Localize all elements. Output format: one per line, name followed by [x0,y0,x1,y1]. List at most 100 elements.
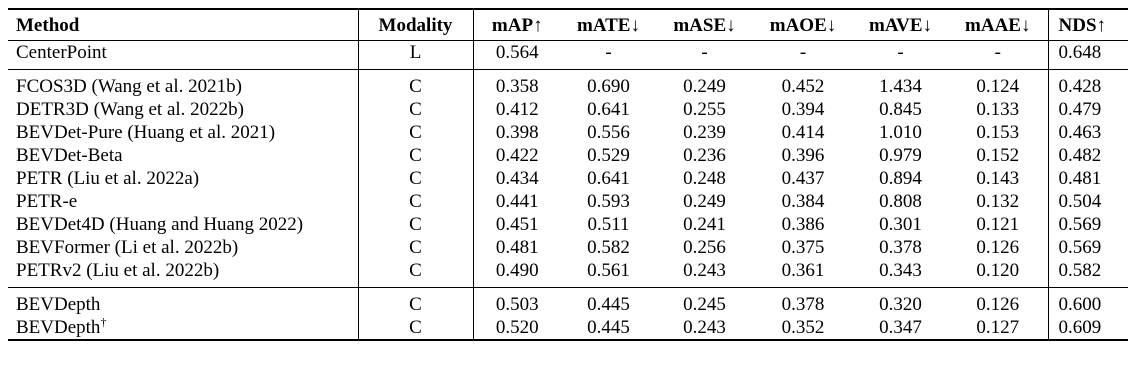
modality-cell: C [358,190,474,213]
nds-cell: 0.428 [1047,69,1128,98]
modality-cell: C [358,98,474,121]
nds-cell: 0.479 [1047,98,1128,121]
metric-cell: 0.808 [879,191,922,212]
metric-cell: 0.441 [495,191,539,212]
metric-cell: 0.347 [853,316,948,341]
metric-cell: 0.490 [473,259,561,288]
metric-cell: - [656,40,753,70]
metric-cell: 0.556 [587,122,630,143]
method-name: DETR3D (Wang et al. 2022b) [16,99,244,120]
metric-cell: 0.249 [683,76,726,97]
metric-cell: 0.249 [683,191,726,212]
nds-cell: 0.463 [1047,121,1128,144]
metric-cell: 0.445 [561,316,656,341]
metric-cell: 0.358 [495,76,539,97]
metric-cell: 0.320 [879,294,922,315]
metric-cell: 0.239 [683,122,726,143]
metric-cell: 0.301 [879,214,922,235]
metric-cell: 0.132 [976,191,1020,212]
modality-cell: C [358,213,474,236]
method-cell: BEVDepth [8,287,359,316]
header-row: Method Modality mAP↑ mATE↓ mASE↓ mAOE↓ m… [8,8,1128,41]
nds-cell: 0.648 [1047,40,1128,70]
metric-cell: 0.452 [781,76,825,97]
metric-cell: 1.434 [879,76,922,97]
metric-cell: 0.343 [853,259,948,288]
metric-cell: 0.979 [879,145,922,166]
method-name: BEVDepth [16,317,101,338]
modality-cell: C [358,316,474,341]
metric-cell: 0.434 [495,168,539,189]
metric-cell: 0.481 [495,237,539,258]
results-table-container: Method Modality mAP↑ mATE↓ mASE↓ mAOE↓ m… [8,8,1128,341]
method-name: PETR-e [16,191,78,212]
metric-cell: 0.127 [948,316,1048,341]
nds-cell: 0.569 [1047,236,1128,259]
metric-cell: - [561,40,656,70]
metric-cell: 0.152 [976,145,1020,166]
header-mase: mASE↓ [656,8,753,41]
metric-cell: 0.143 [976,168,1020,189]
metric-cell: 0.894 [879,168,922,189]
metric-cell: 0.243 [656,259,753,288]
metric-cell: 0.396 [781,145,825,166]
metric-cell: 0.120 [948,259,1048,288]
method-cell: PETR-e [8,190,359,213]
modality-cell: C [358,69,474,98]
modality-cell: C [358,259,474,288]
modality-cell: L [358,40,474,70]
metric-cell: 0.529 [587,145,630,166]
header-map: mAP↑ [473,8,561,41]
metric-cell: 0.641 [587,168,630,189]
metric-cell: 0.386 [781,214,825,235]
metric-cell: 0.561 [561,259,656,288]
method-cell: BEVDet4D (Huang and Huang 2022) [8,213,359,236]
metric-cell: 0.845 [879,99,922,120]
method-name: BEVDepth [16,294,101,315]
header-nds: NDS↑ [1047,8,1128,41]
results-table: Method Modality mAP↑ mATE↓ mASE↓ mAOE↓ m… [8,8,1128,341]
method-name: BEVDet-Pure (Huang et al. 2021) [16,122,276,143]
header-mave: mAVE↓ [853,8,948,41]
metric-cell: 0.437 [781,168,825,189]
dagger-mark: † [100,315,107,329]
metric-cell: 0.641 [587,99,630,120]
metric-cell: - [948,40,1048,70]
header-mate: mATE↓ [561,8,656,41]
nds-cell: 0.600 [1047,287,1128,316]
metric-cell: 0.256 [683,237,726,258]
metric-cell: 0.236 [683,145,726,166]
modality-cell: C [358,167,474,190]
header-maoe: mAOE↓ [753,8,853,41]
header-modality: Modality [358,8,474,41]
metric-cell: 0.451 [495,214,539,235]
metric-cell: 0.255 [683,99,726,120]
metric-cell: 0.564 [473,40,561,70]
metric-cell: 0.126 [976,294,1020,315]
metric-cell: 0.121 [976,214,1020,235]
metric-cell: 0.378 [781,294,825,315]
header-maae: mAAE↓ [948,8,1048,41]
metric-cell: 0.412 [495,99,539,120]
metric-cell: 0.243 [656,316,753,341]
modality-cell: C [358,121,474,144]
method-cell: BEVDepth† [8,315,359,341]
metric-cell: 0.503 [495,294,539,315]
metric-cell: 0.124 [976,76,1020,97]
metric-cell: - [753,40,853,70]
metric-cell: 0.133 [976,99,1020,120]
metric-cell: 0.394 [781,99,825,120]
modality-cell: C [358,287,474,316]
method-name: CenterPoint [16,42,107,63]
